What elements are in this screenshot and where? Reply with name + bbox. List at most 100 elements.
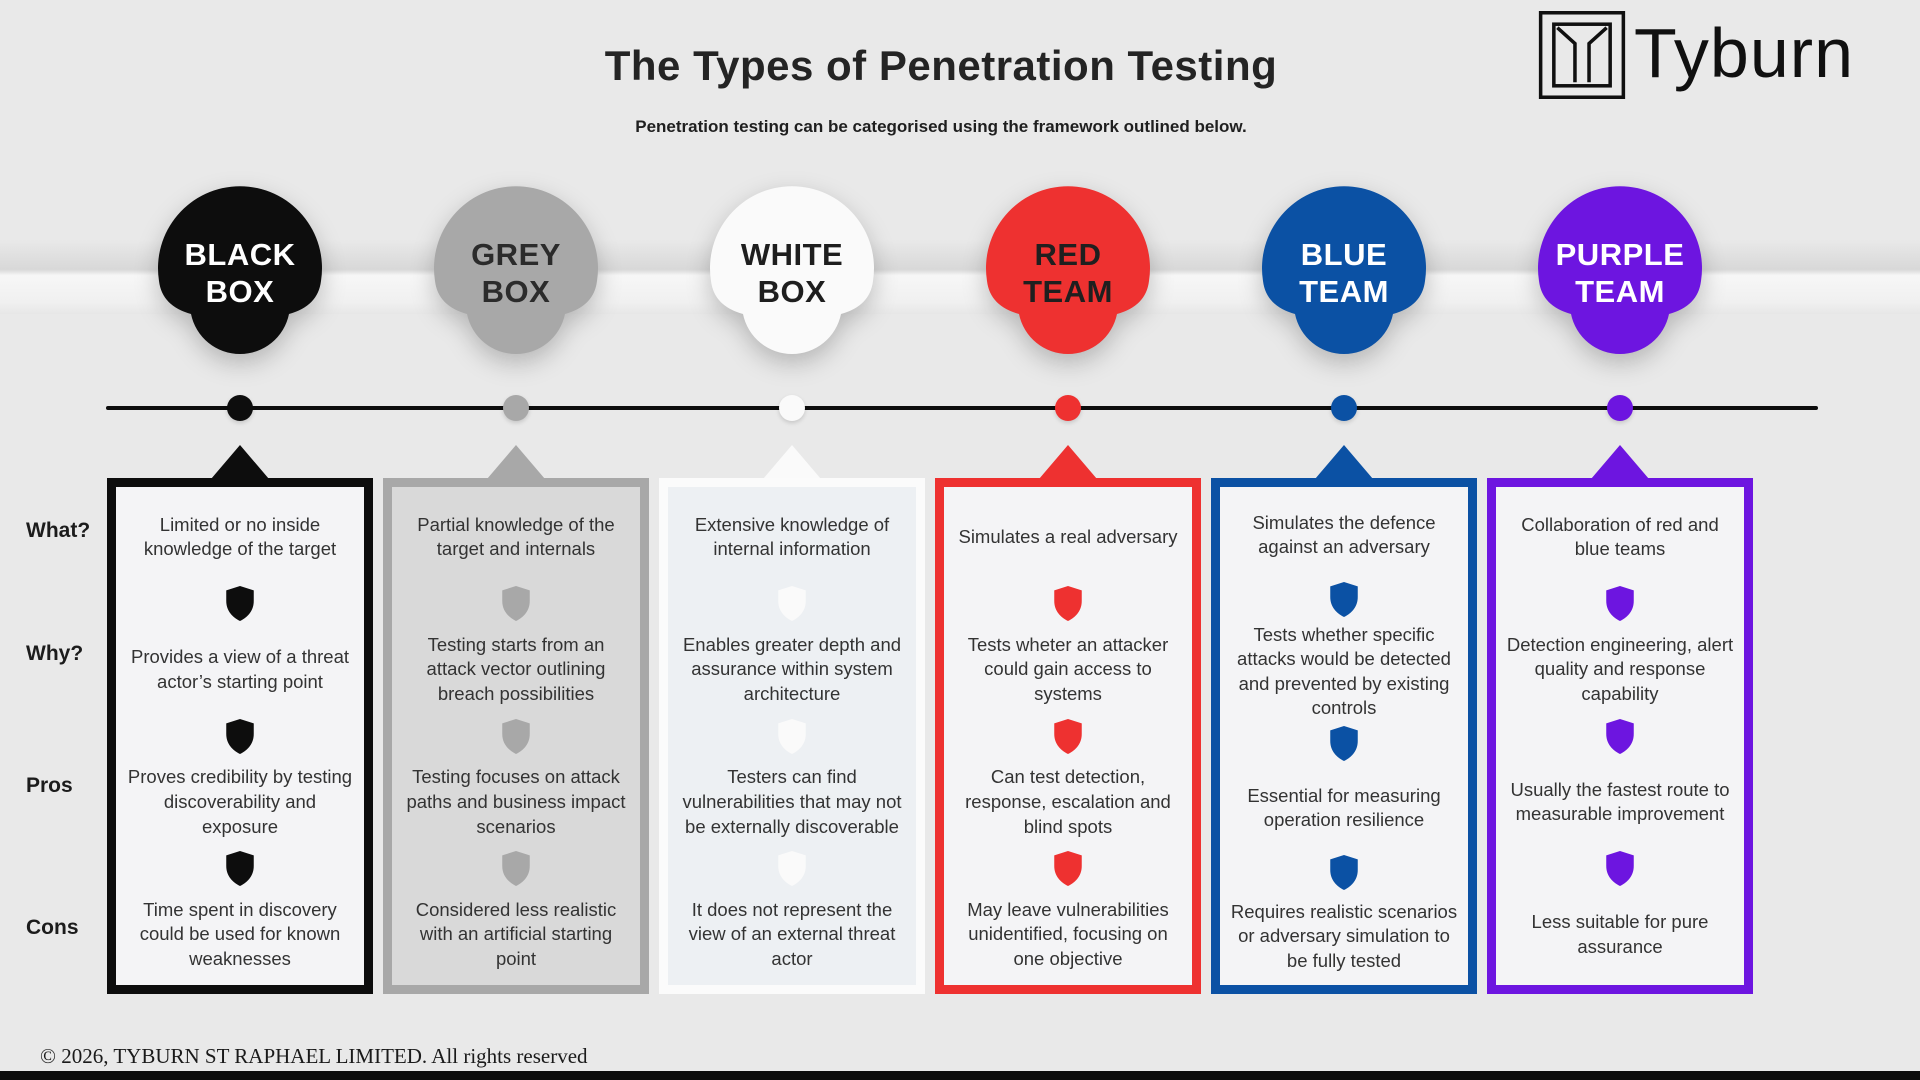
info-card-grey-box: Partial knowledge of the target and inte…	[383, 478, 649, 994]
why-text: Detection engineering, alert quality and…	[1506, 633, 1734, 705]
brand-name: Tyburn	[1634, 14, 1854, 92]
badge-label: BLACK BOX	[140, 228, 340, 318]
triangle-up-icon	[1315, 445, 1373, 479]
badge-label-line1: BLACK	[184, 237, 296, 272]
row-label-cons: Cons	[26, 916, 79, 939]
timeline-dot	[1607, 395, 1633, 421]
triangle-up-icon	[487, 445, 545, 479]
timeline-dot	[1055, 395, 1081, 421]
badge-label-line2: BOX	[757, 274, 827, 309]
info-card-red-team: Simulates a real adversary Tests wheter …	[935, 478, 1201, 994]
shield-icon	[1605, 586, 1635, 621]
shield-icon	[1329, 854, 1359, 890]
shield-icon	[777, 718, 807, 754]
pros-text: Essential for measuring operation resili…	[1247, 784, 1441, 831]
why-text: Tests whether specific attacks would be …	[1237, 623, 1451, 719]
shield-icon	[501, 718, 531, 754]
what-text: Partial knowledge of the target and inte…	[417, 513, 615, 560]
timeline-dot	[503, 395, 529, 421]
why-text: Enables greater depth and assurance with…	[682, 633, 902, 705]
badge-label: RED TEAM	[968, 228, 1168, 318]
row-label-pros: Pros	[26, 774, 73, 797]
bottom-bar	[0, 1071, 1920, 1080]
badge-label-line1: BLUE	[1300, 237, 1388, 272]
cons-text: Time spent in discovery could be used fo…	[139, 898, 341, 970]
badge-label-line2: TEAM	[1575, 274, 1665, 309]
row-label-what: What?	[26, 519, 91, 542]
page-title: The Types of Penetration Testing	[604, 42, 1278, 89]
badge-purple-team	[1515, 186, 1725, 360]
badge-white-box	[687, 186, 897, 360]
timeline-line	[106, 406, 1818, 410]
column-blue-team: BLUE TEAM Simulates the defence against …	[1206, 0, 1482, 1080]
row-label-why: Why?	[26, 642, 84, 665]
what-text: Extensive knowledge of internal informat…	[694, 513, 890, 560]
badge-label-line1: PURPLE	[1555, 237, 1685, 272]
pros-text: Testers can find vulnerabilities that ma…	[682, 766, 902, 837]
shield-icon	[225, 718, 255, 754]
shield-icon	[501, 851, 531, 886]
what-text: Limited or no inside knowledge of the ta…	[143, 513, 337, 560]
page-subtitle: Penetration testing can be categorised u…	[635, 117, 1247, 136]
pros-text: Proves credibility by testing discoverab…	[127, 766, 353, 837]
info-card-purple-team: Collaboration of red and blue teams Dete…	[1487, 478, 1753, 994]
what-text: Simulates a real adversary	[958, 525, 1178, 547]
why-text: Testing starts from an attack vector out…	[426, 633, 606, 705]
shield-icon	[1329, 582, 1359, 618]
shield-icon	[501, 586, 531, 621]
badge-grey-box	[411, 186, 621, 360]
badge-label: WHITE BOX	[692, 228, 892, 318]
badge-label-line2: TEAM	[1023, 274, 1113, 309]
badge-label-line2: TEAM	[1299, 274, 1389, 309]
shield-icon	[1053, 851, 1083, 886]
shield-icon	[225, 586, 255, 621]
timeline-dot	[1331, 395, 1357, 421]
shield-icon	[777, 851, 807, 886]
timeline-dot	[779, 395, 805, 421]
what-text: Simulates the defence against an adversa…	[1252, 511, 1436, 558]
column-purple-team: PURPLE TEAM Collaboration of red and blu…	[1482, 0, 1758, 1080]
info-card-black-box: Limited or no inside knowledge of the ta…	[107, 478, 373, 994]
pros-text: Usually the fastest route to measurable …	[1510, 778, 1730, 825]
cons-text: May leave vulnerabilities unidentified, …	[967, 898, 1169, 970]
copyright-text: © 2026, TYBURN ST RAPHAEL LIMITED. All r…	[40, 1044, 588, 1068]
triangle-up-icon	[1591, 445, 1649, 479]
cons-text: Less suitable for pure assurance	[1531, 911, 1709, 957]
info-card-white-box: Extensive knowledge of internal informat…	[659, 478, 925, 994]
cons-text: Requires realistic scenarios or adversar…	[1230, 900, 1458, 972]
column-black-box: BLACK BOX Limited or no inside knowledge…	[102, 0, 378, 1080]
badge-label-line2: BOX	[481, 274, 551, 309]
triangle-up-icon	[763, 445, 821, 479]
pros-text: Testing focuses on attack paths and busi…	[406, 766, 626, 837]
shield-icon	[1605, 851, 1635, 886]
info-card-blue-team: Simulates the defence against an adversa…	[1211, 478, 1477, 994]
badge-label-line1: WHITE	[740, 237, 844, 272]
tyburn-square-gallows-icon	[1538, 10, 1626, 105]
badge-label: PURPLE TEAM	[1520, 228, 1720, 318]
timeline-dot	[227, 395, 253, 421]
triangle-up-icon	[1039, 445, 1097, 479]
cons-text: It does not represent the view of an ext…	[688, 898, 896, 970]
shield-icon	[225, 851, 255, 886]
triangle-up-icon	[211, 445, 269, 479]
shield-icon	[1605, 718, 1635, 754]
pros-text: Can test detection, response, escalation…	[965, 766, 1171, 837]
what-text: Collaboration of red and blue teams	[1521, 513, 1719, 560]
badge-blue-team	[1239, 186, 1449, 360]
column-white-box: WHITE BOX Extensive knowledge of interna…	[654, 0, 930, 1080]
badge-black-box	[135, 186, 345, 360]
column-grey-box: GREY BOX Partial knowledge of the target…	[378, 0, 654, 1080]
why-text: Provides a view of a threat actor’s star…	[131, 646, 349, 692]
badge-label-line1: GREY	[471, 237, 561, 272]
badge-red-team	[963, 186, 1173, 360]
badge-label-line1: RED	[1034, 237, 1102, 272]
badge-label: GREY BOX	[416, 228, 616, 318]
badge-label-line2: BOX	[205, 274, 275, 309]
shield-icon	[1053, 586, 1083, 621]
shield-icon	[1053, 718, 1083, 754]
column-red-team: RED TEAM Simulates a real adversary Test…	[930, 0, 1206, 1080]
cons-text: Considered less realistic with an artifi…	[415, 898, 617, 970]
shield-icon	[1329, 726, 1359, 762]
why-text: Tests wheter an attacker could gain acce…	[967, 633, 1169, 705]
shield-icon	[777, 586, 807, 621]
